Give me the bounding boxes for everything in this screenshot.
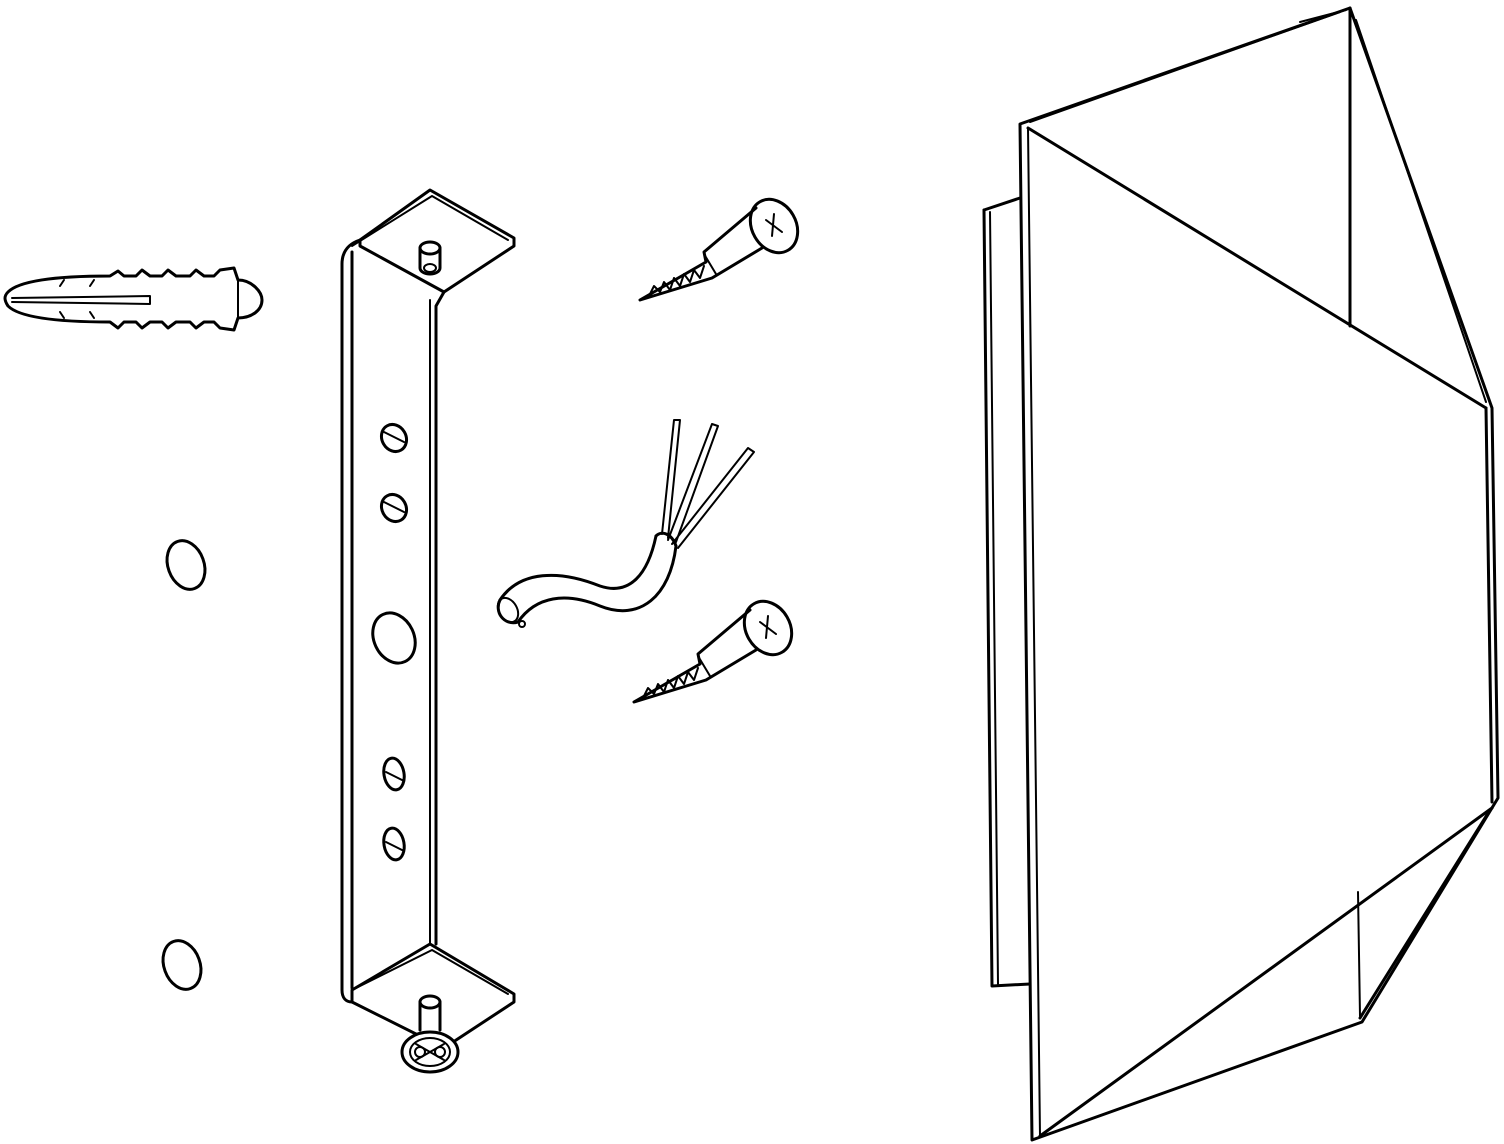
wall-plug-icon xyxy=(3,266,264,332)
mounting-bracket-icon xyxy=(340,188,516,1050)
wood-screw-upper-icon xyxy=(638,197,800,302)
lamp-housing-icon xyxy=(982,6,1500,1142)
wall-hole-lower-icon xyxy=(161,939,203,991)
wood-screw-lower-icon xyxy=(632,599,794,704)
bracket-screw-icon xyxy=(400,1030,460,1074)
cable-icon xyxy=(496,419,755,628)
wall-hole-upper-icon xyxy=(165,539,207,591)
